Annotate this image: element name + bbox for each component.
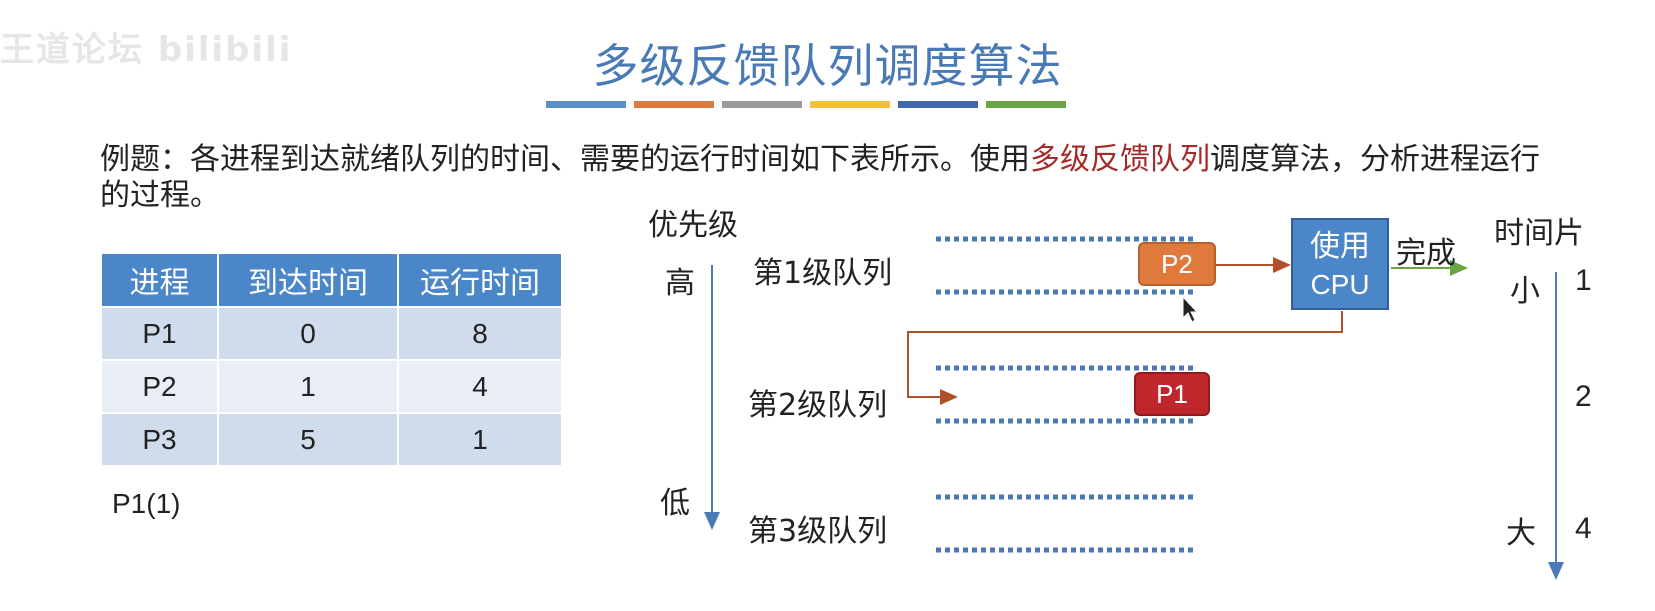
description-highlight: 多级反馈队列 [1030,142,1210,177]
timeslice-label: 时间片 [1494,216,1584,251]
watermark: 王道论坛 bilibili [0,30,293,70]
timeslice-value-1: 1 [1575,264,1592,297]
title-bar [986,101,1066,108]
timeslice-small-label: 小 [1510,274,1540,309]
page-title: 多级反馈队列调度算法 [592,39,1063,93]
queue-level-3-label: 第3级队列 [748,514,888,549]
queue-level-1-label: 第1级队列 [753,256,893,291]
description-text-2: 调度算法，分析进程运行的过程。 [100,142,1540,213]
process-p2-block: P2 [1138,242,1216,286]
table-row: P2 1 4 [100,359,563,414]
problem-description: 例题：各进程到达就绪队列的时间、需要的运行时间如下表所示。使用多级反馈队列调度算… [100,142,1560,214]
timeslice-large-label: 大 [1506,516,1536,551]
table-cell: P1 [100,306,219,361]
title-bar [810,101,890,108]
title-bar [634,101,714,108]
title-bar [722,101,802,108]
process-table: 进程 到达时间 运行时间 P1 0 8 P2 1 4 P3 5 1 [100,252,563,467]
timeslice-value-4: 4 [1575,512,1592,545]
execution-note: P1(1) [112,488,181,519]
timeslice-value-2: 2 [1575,380,1592,413]
table-row: P1 0 8 [100,306,563,361]
cpu-to-queue2-arrow [907,311,1343,405]
table-cell: 1 [217,359,399,414]
title-bar [546,101,626,108]
header-process: 进程 [100,252,219,308]
low-priority-label: 低 [660,486,690,521]
process-p1-block: P1 [1134,372,1210,416]
cpu-box: 使用 CPU [1291,218,1389,310]
cpu-label-cpu: CPU [1310,269,1370,300]
table-row: P3 5 1 [100,412,563,467]
table-cell: 8 [397,306,563,361]
table-cell: 5 [217,412,399,467]
mouse-cursor-icon [1182,295,1199,323]
title-underline-bars [546,101,1066,108]
table-cell: P3 [100,412,219,467]
table-header-row: 进程 到达时间 运行时间 [100,252,563,308]
table-cell: 1 [397,412,563,467]
description-text-1: 例题：各进程到达就绪队列的时间、需要的运行时间如下表所示。使用 [100,142,1030,177]
header-arrival: 到达时间 [217,252,399,308]
header-runtime: 运行时间 [397,252,563,308]
title-bar [898,101,978,108]
table-cell: 0 [217,306,399,361]
table-cell: P2 [100,359,219,414]
queue-dotted-lines [936,236,1196,553]
high-priority-label: 高 [665,266,695,301]
done-label: 完成 [1396,236,1456,271]
priority-label: 优先级 [648,208,738,243]
table-cell: 4 [397,359,563,414]
cpu-label-use: 使用 [1310,229,1370,264]
queue-level-2-label: 第2级队列 [748,388,888,423]
